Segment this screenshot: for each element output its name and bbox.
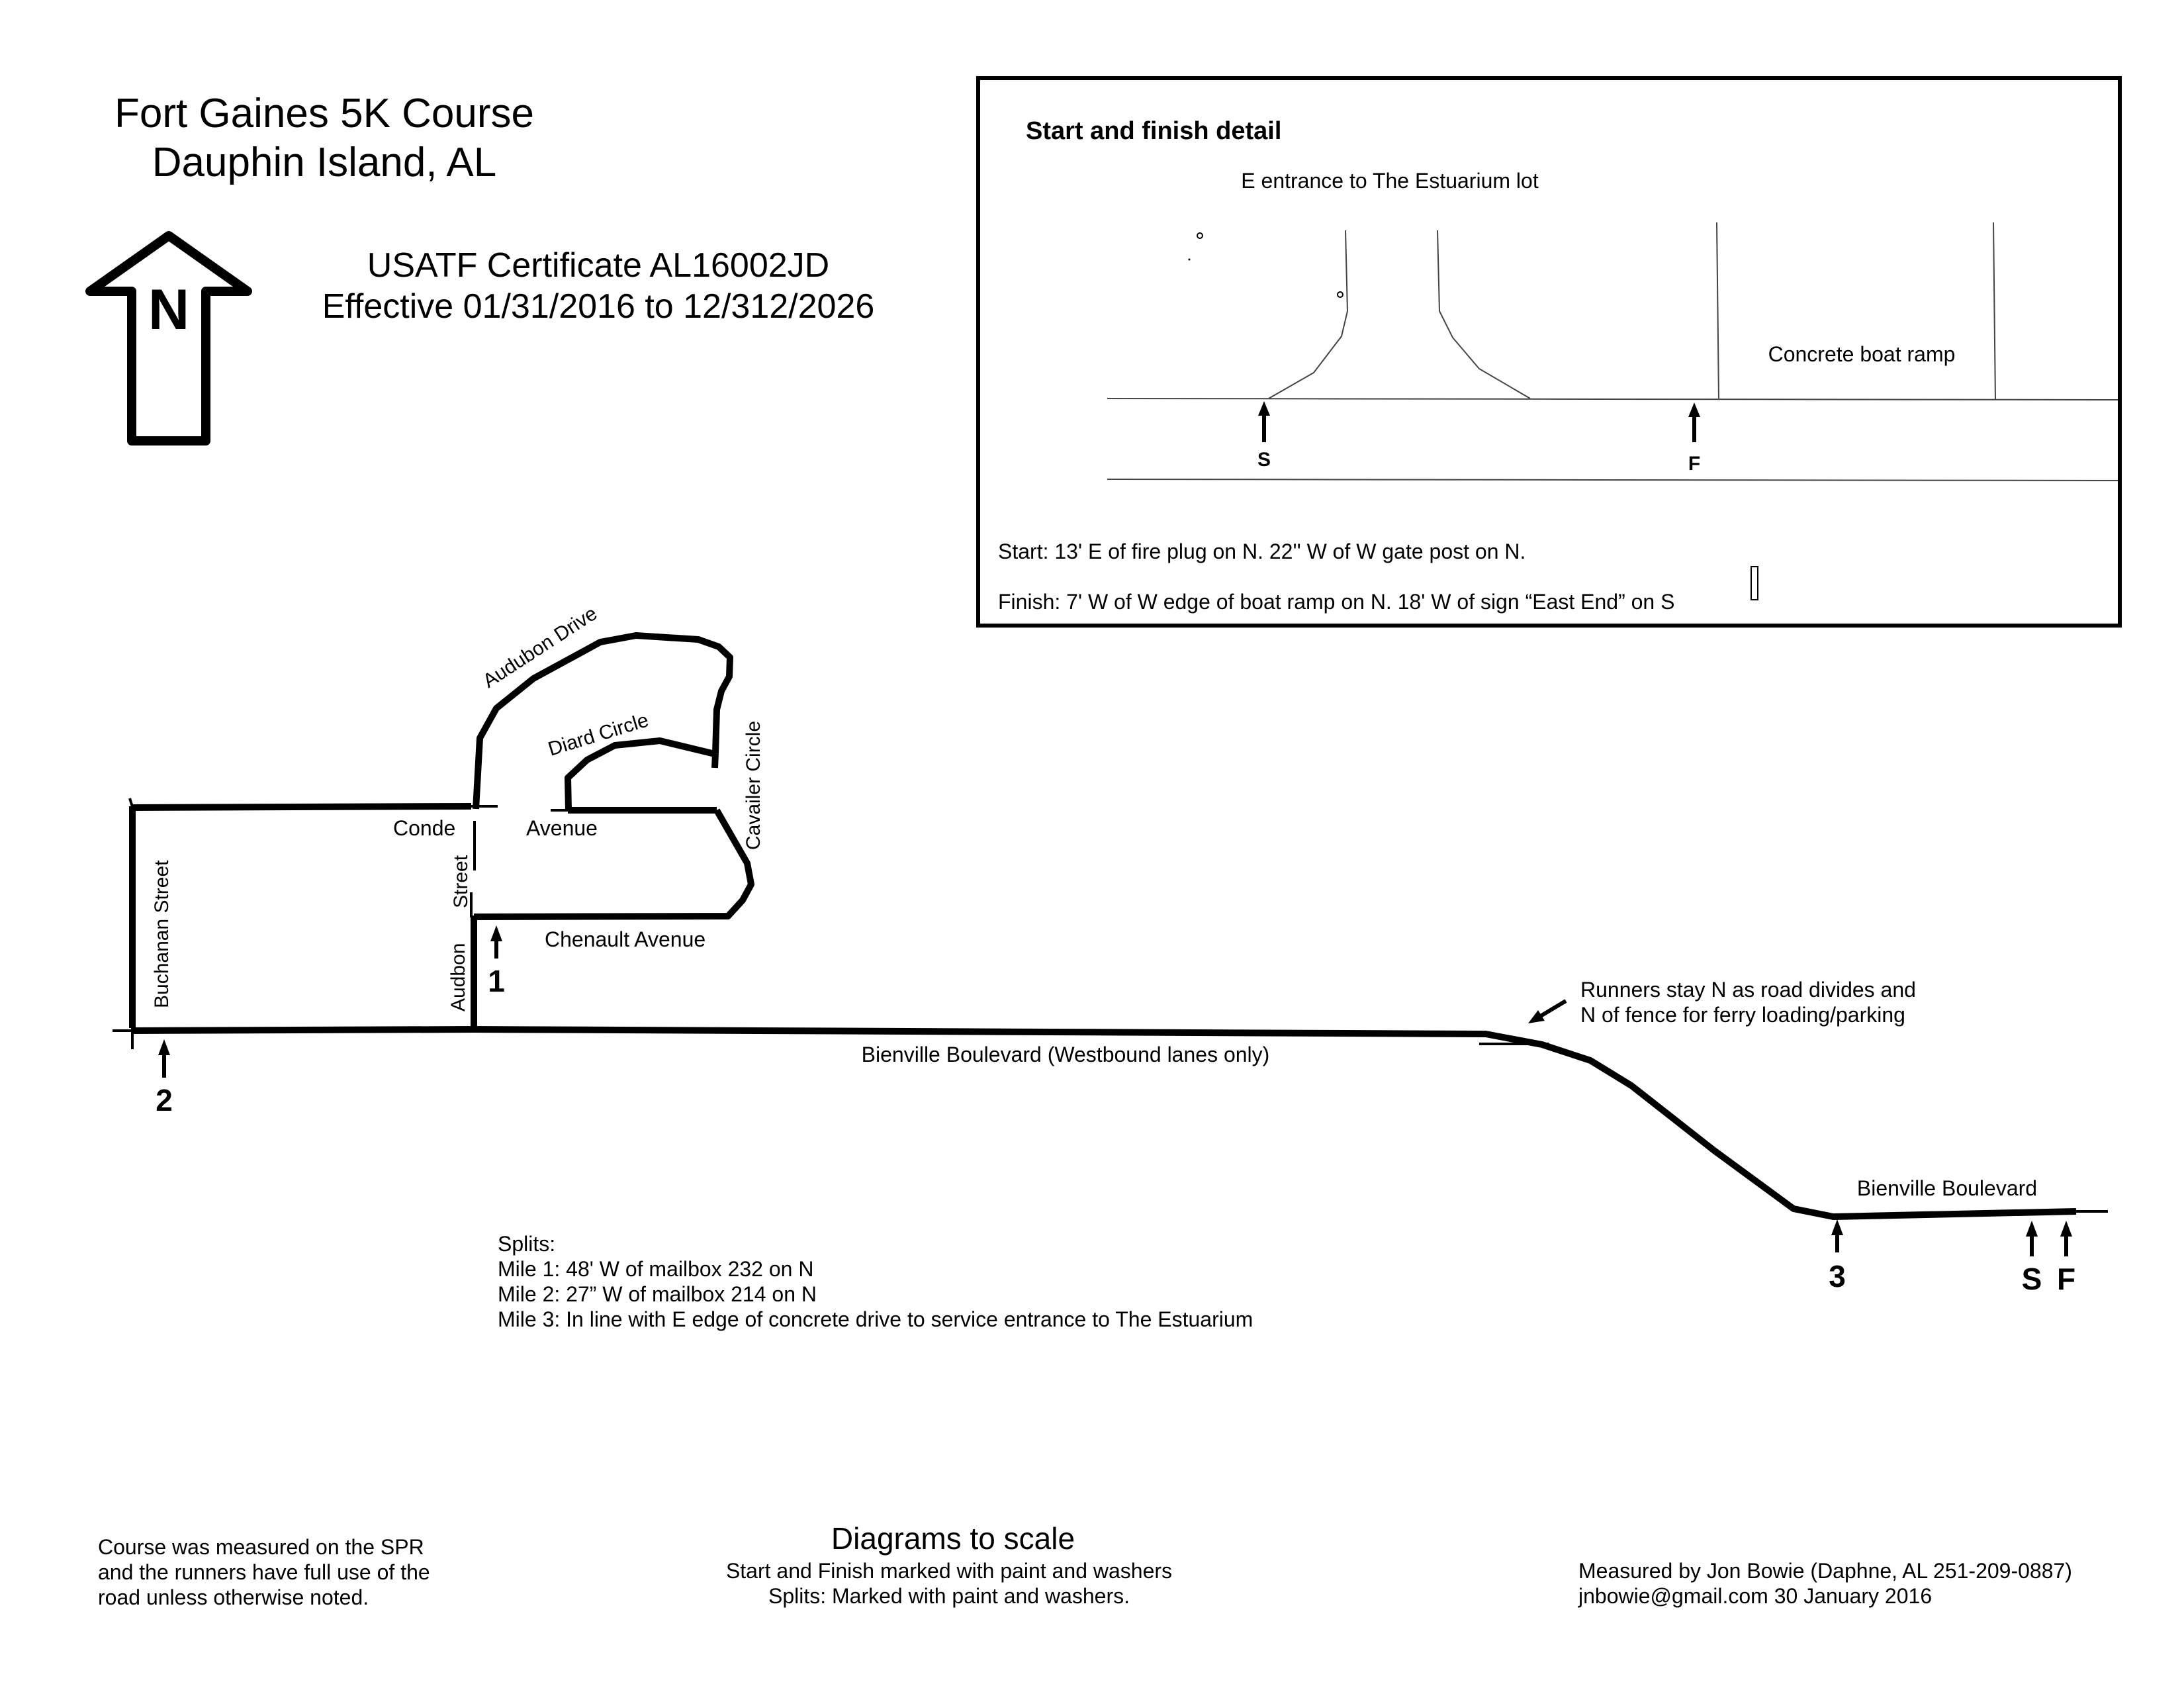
mile2-label: 2 xyxy=(156,1083,173,1117)
runners-note-line1: Runners stay N as road divides and xyxy=(1580,978,1916,1002)
finish-arrow-icon xyxy=(2060,1221,2072,1256)
fire-plug-icon xyxy=(1197,232,1203,239)
certificate-line1: USATF Certificate AL16002JD xyxy=(367,246,829,285)
split-mile3: Mile 3: In line with E edge of concrete … xyxy=(498,1307,1253,1331)
mile1-label: 1 xyxy=(488,964,505,998)
bienville-westbound-label: Bienville Boulevard (Westbound lanes onl… xyxy=(862,1043,1270,1066)
finish-label: F xyxy=(2057,1262,2075,1296)
footer-left-line1: Course was measured on the SPR xyxy=(98,1535,424,1559)
map-title-line2: Dauphin Island, AL xyxy=(152,140,497,185)
start-finish-detail-inset: Start and finish detail E entrance to Th… xyxy=(976,76,2122,628)
conde-label: Conde xyxy=(393,816,455,840)
footer-center-title: Diagrams to scale xyxy=(831,1521,1075,1556)
runners-note-arrow-icon xyxy=(1528,999,1567,1023)
start-arrow-icon xyxy=(2026,1221,2038,1256)
detail-finish-label: F xyxy=(1688,453,1700,475)
runners-note-line2: N of fence for ferry loading/parking xyxy=(1580,1003,1905,1027)
footer-right-line2: jnbowie@gmail.com 30 January 2016 xyxy=(1578,1584,1932,1608)
gate-post-icon xyxy=(1337,291,1343,298)
splits-heading: Splits: xyxy=(498,1232,555,1256)
mile2-arrow-icon xyxy=(158,1039,170,1078)
course-route xyxy=(113,632,2108,1220)
detail-start-note: Start: 13' E of fire plug on N. 22'' W o… xyxy=(998,539,1525,563)
cavailer-circle-label: Cavailer Circle xyxy=(743,721,764,850)
street-label: Street xyxy=(450,855,472,908)
detail-heading: Start and finish detail xyxy=(1026,117,1281,145)
boat-ramp-label: Concrete boat ramp xyxy=(1768,342,1956,366)
buchanan-street-label: Buchanan Street xyxy=(151,860,173,1008)
chenault-avenue-label: Chenault Avenue xyxy=(545,927,705,951)
footer-center-line1: Start and Finish marked with paint and w… xyxy=(726,1559,1172,1583)
mile3-label: 3 xyxy=(1829,1259,1846,1293)
north-label: N xyxy=(148,278,189,342)
start-label: S xyxy=(2022,1262,2042,1296)
bienville-boulevard-label: Bienville Boulevard xyxy=(1857,1176,2037,1200)
footer-right-line1: Measured by Jon Bowie (Daphne, AL 251-20… xyxy=(1578,1559,2072,1583)
footer-left-line3: road unless otherwise noted. xyxy=(98,1585,369,1609)
detail-start-arrow-icon xyxy=(1258,401,1270,442)
mile3-arrow-icon xyxy=(1831,1219,1843,1252)
detail-start-label: S xyxy=(1257,449,1271,471)
detail-finish-note: Finish: 7' W of W edge of boat ramp on N… xyxy=(998,590,1674,614)
north-arrow-icon: N xyxy=(85,231,252,445)
mile1-arrow-icon xyxy=(490,925,502,959)
detail-finish-arrow-icon xyxy=(1688,402,1700,442)
estuarium-entrance-label: E entrance to The Estuarium lot xyxy=(1241,169,1539,193)
map-title-line1: Fort Gaines 5K Course xyxy=(114,91,534,136)
audbon-label: Audbon xyxy=(447,943,469,1011)
footer-left-line2: and the runners have full use of the xyxy=(98,1560,430,1584)
split-mile1: Mile 1: 48' W of mailbox 232 on N xyxy=(498,1257,813,1281)
east-end-sign-icon xyxy=(1751,566,1758,600)
split-mile2: Mile 2: 27” W of mailbox 214 on N xyxy=(498,1282,817,1306)
avenue-label: Avenue xyxy=(526,816,598,840)
audubon-drive-label: Audubon Drive xyxy=(479,602,601,692)
certificate-line2: Effective 01/31/2016 to 12/312/2026 xyxy=(322,287,875,326)
footer-center-line2: Splits: Marked with paint and washers. xyxy=(768,1584,1130,1608)
